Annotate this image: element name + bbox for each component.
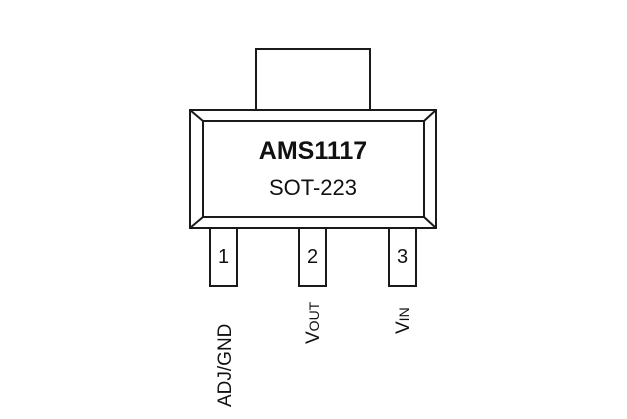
package-tab <box>255 48 371 112</box>
package-bevel-lines <box>189 109 437 229</box>
pin-1-label: ADJ/GND <box>215 324 236 407</box>
pin-2: 2 VOUT <box>298 227 327 344</box>
pin-3-label: VIN <box>393 307 414 334</box>
pin-2-label: VOUT <box>303 301 324 344</box>
pin-1-number: 1 <box>218 246 229 268</box>
part-number-label: AMS1117 <box>259 137 367 165</box>
package-body-outer <box>189 109 437 229</box>
pin-3: 3 VIN <box>388 227 417 334</box>
pin-3-lead <box>388 227 417 287</box>
pin-2-lead <box>298 227 327 287</box>
pin-1-lead <box>209 227 238 287</box>
pin-3-number: 3 <box>397 246 408 268</box>
package-name-label: SOT-223 <box>269 175 357 200</box>
pin-2-number: 2 <box>307 246 318 268</box>
package-body-inner <box>202 120 425 218</box>
pin-1: 1 ADJ/GND <box>209 227 238 407</box>
